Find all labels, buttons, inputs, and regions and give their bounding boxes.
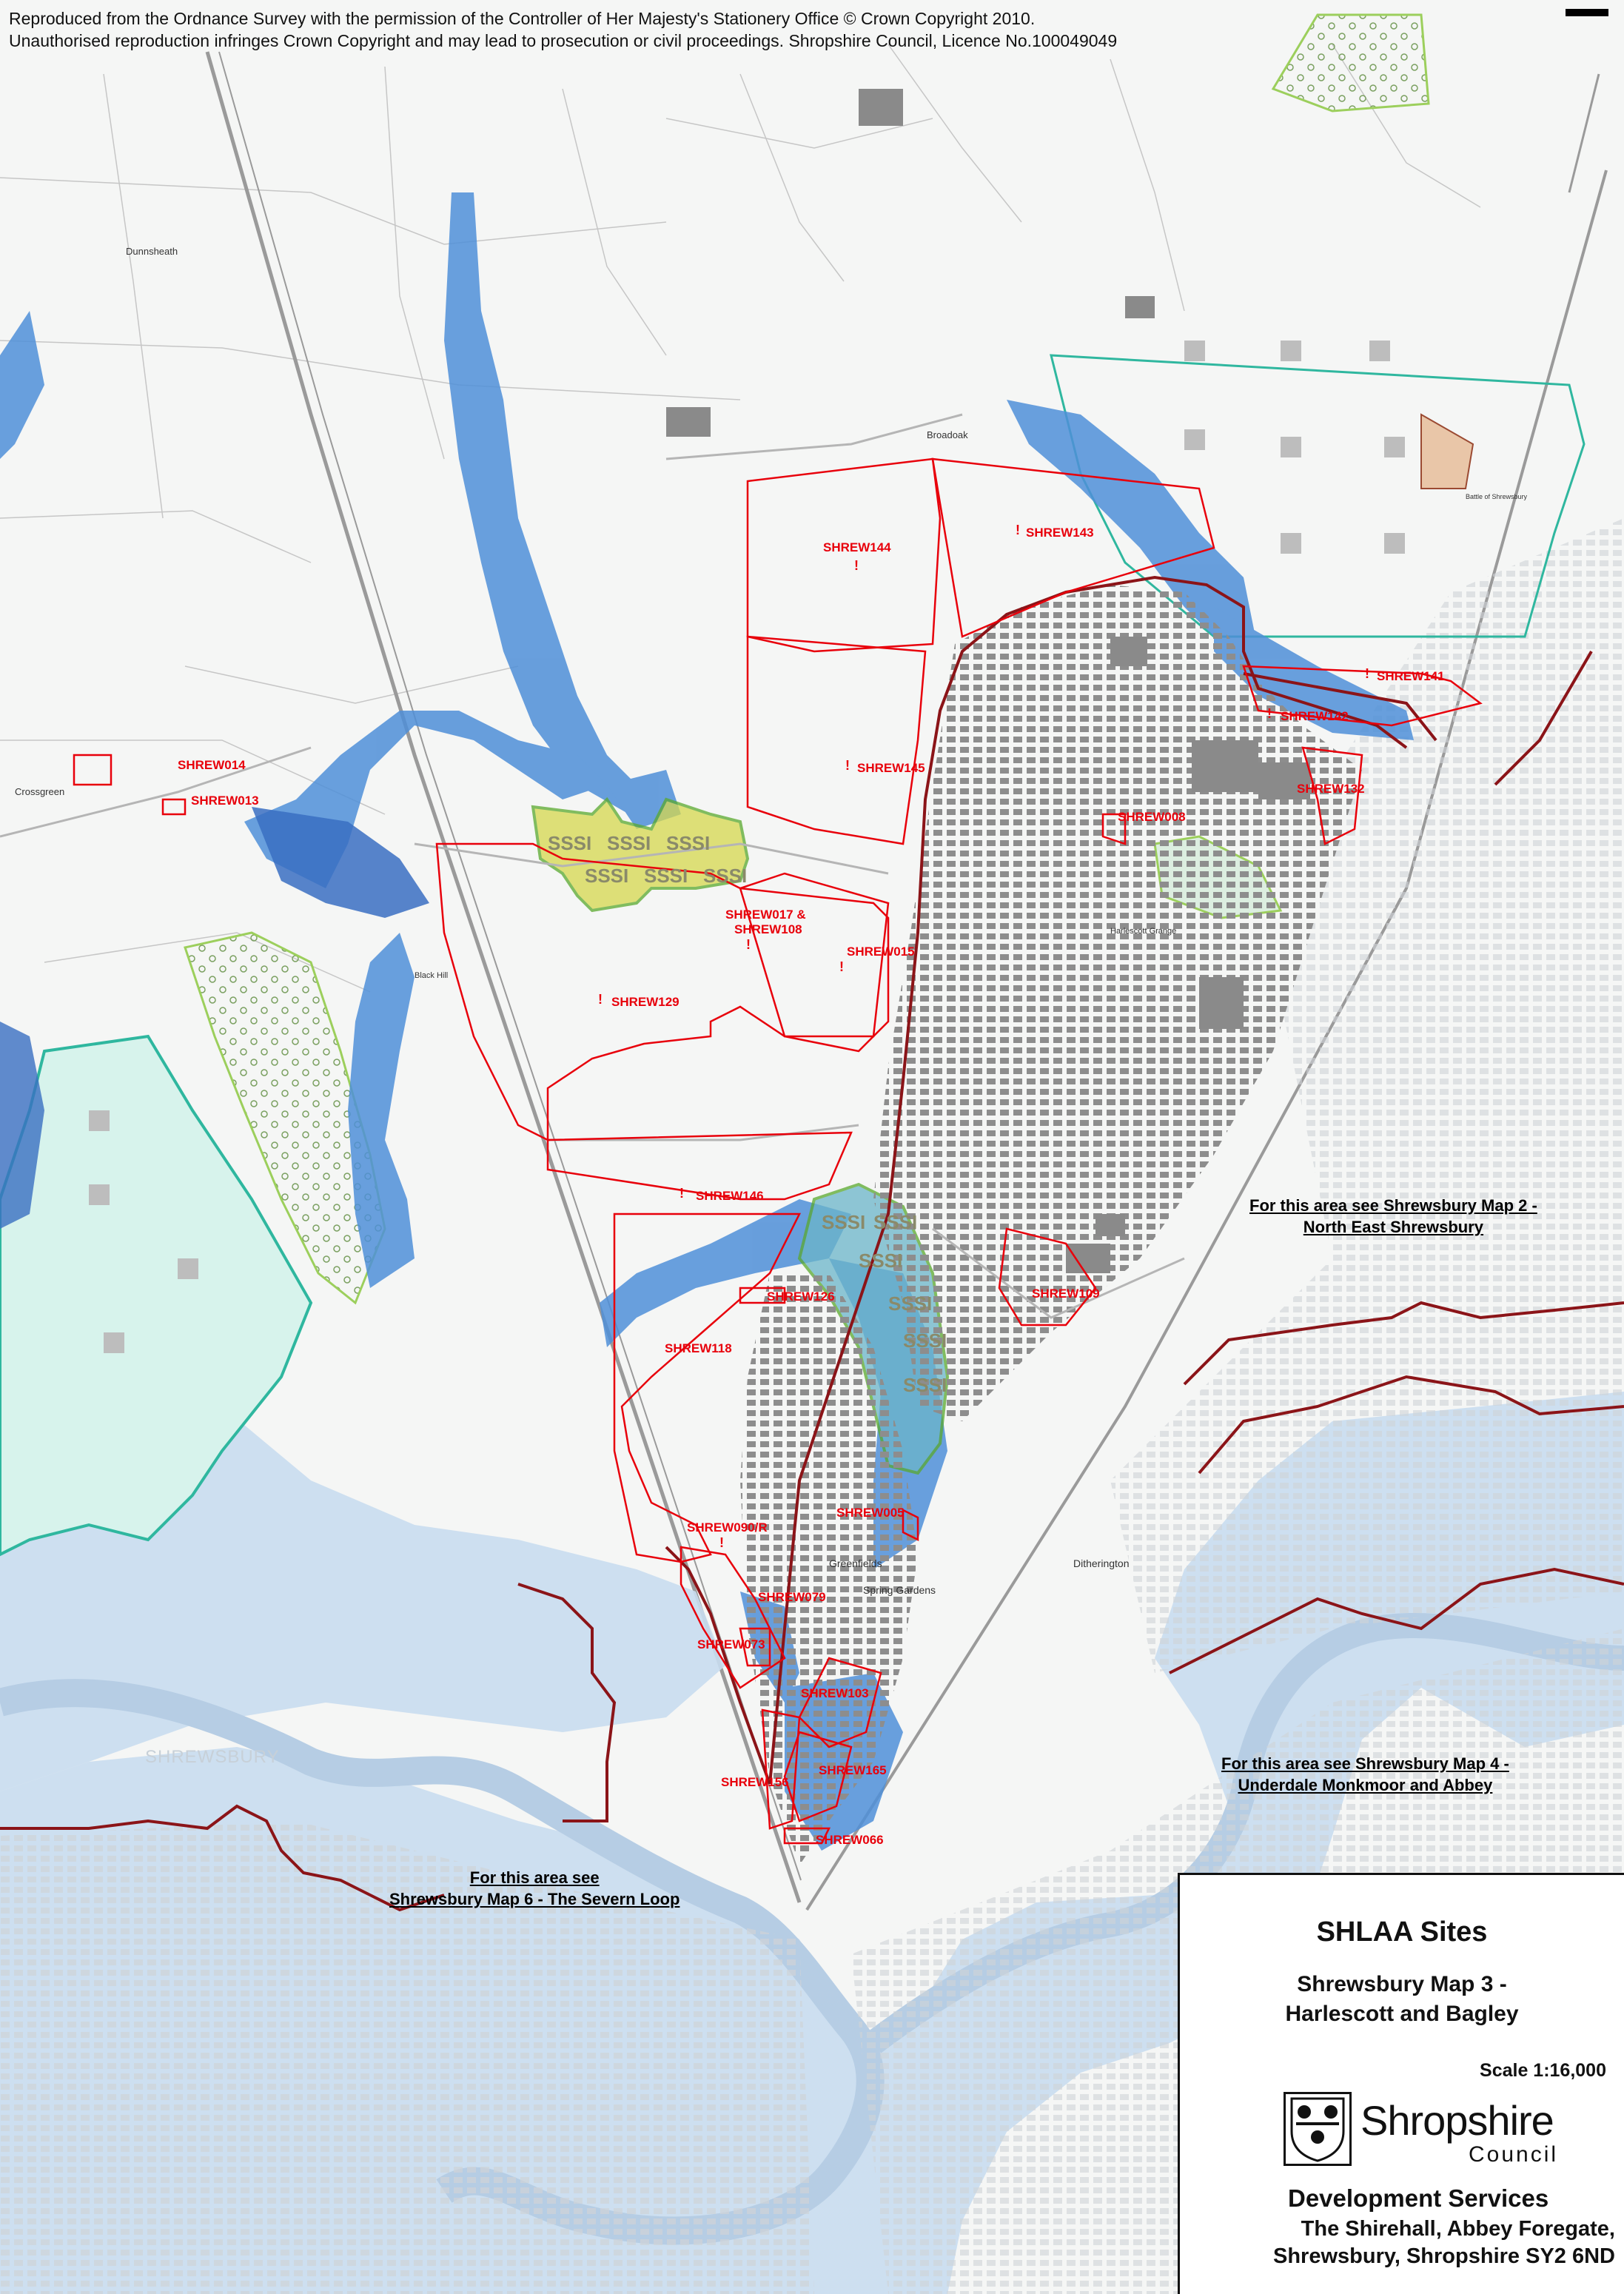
site-label-shrew156[interactable]: SHREW156: [721, 1775, 789, 1789]
site-label-shrew079[interactable]: SHREW079: [758, 1590, 826, 1604]
site-label-shrew005[interactable]: SHREW005: [836, 1506, 905, 1520]
council-logo: Shropshire Council: [1284, 2092, 1594, 2167]
north-bar-icon: [1566, 9, 1608, 16]
place-crossgreen: Crossgreen: [15, 786, 65, 797]
parkland-area: [0, 1034, 313, 1557]
site-label-shrew017[interactable]: SHREW017 &: [725, 908, 806, 922]
site-label-shrew014[interactable]: SHREW014: [178, 758, 246, 772]
ref-map-6-line1: For this area see: [469, 1868, 600, 1887]
site-marker: !: [839, 959, 844, 974]
logo-name: Shropshire: [1360, 2097, 1554, 2144]
address-line2: Shrewsbury, Shropshire SY2 6ND: [1273, 2244, 1615, 2268]
address: The Shirehall, Abbey Foregate, Shrewsbur…: [1273, 2216, 1615, 2270]
place-ditherington: Ditherington: [1073, 1557, 1130, 1569]
svg-text:SSSI: SSSI: [903, 1374, 947, 1396]
copyright-line-1: Reproduced from the Ordnance Survey with…: [9, 9, 1036, 28]
department-name: Development Services: [1288, 2184, 1549, 2212]
copyright-line-2: Unauthorised reproduction infringes Crow…: [9, 31, 1118, 50]
site-label-shrew073[interactable]: SHREW073: [697, 1637, 765, 1651]
svg-text:SSSI: SSSI: [822, 1211, 865, 1233]
site-marker: !: [598, 992, 603, 1007]
site-marker: !: [1365, 666, 1369, 681]
site-marker: !: [680, 1186, 684, 1201]
site-label-shrew013[interactable]: SHREW013: [191, 794, 259, 808]
site-label-shrew144[interactable]: SHREW144: [823, 540, 891, 554]
title-panel: SHLAA Sites Shrewsbury Map 3 - Harlescot…: [1178, 1873, 1624, 2294]
svg-text:SSSI: SSSI: [859, 1250, 902, 1272]
place-battle: Battle of Shrewsbury: [1466, 493, 1528, 500]
ref-map-6-line2: Shrewsbury Map 6 - The Severn Loop: [389, 1890, 680, 1908]
site-marker: !: [1016, 523, 1020, 537]
svg-text:SSSI: SSSI: [888, 1292, 932, 1315]
woodland-area-north: [1271, 13, 1430, 113]
shlaa-site-boundaries[interactable]: [73, 457, 1483, 1845]
place-broadoak: Broadoak: [927, 429, 968, 440]
field-symbols: [89, 341, 1405, 1353]
svg-text:SSSI: SSSI: [903, 1329, 947, 1352]
crest-icon: [1284, 2092, 1352, 2166]
site-label-shrew146[interactable]: SHREW146: [696, 1189, 764, 1203]
ref-map-2[interactable]: For this area see Shrewsbury Map 2 - Nor…: [1249, 1195, 1537, 1238]
site-label-shrew109[interactable]: SHREW109: [1032, 1287, 1100, 1301]
place-greenfields: Greenfields: [829, 1557, 882, 1569]
site-label-shrew066[interactable]: SHREW066: [816, 1833, 884, 1847]
ref-map-4-line1: For this area see Shrewsbury Map 4 -: [1221, 1754, 1509, 1773]
svg-text:SSSI: SSSI: [703, 865, 747, 887]
address-line1: The Shirehall, Abbey Foregate,: [1301, 2217, 1615, 2241]
svg-text:SSSI: SSSI: [607, 832, 651, 854]
sssi-area-north: [531, 796, 750, 913]
development-boundary: [0, 575, 1624, 1912]
site-label-shrew008[interactable]: SHREW008: [1118, 810, 1186, 824]
urban-area-bagley: [740, 1273, 918, 1865]
svg-text:SSSI: SSSI: [873, 1211, 917, 1233]
svg-text:SSSI: SSSI: [644, 865, 688, 887]
ref-map-4-line2: Underdale Monkmoor and Abbey: [1238, 1776, 1493, 1794]
site-label-shrew108[interactable]: SHREW108: [734, 922, 802, 936]
svg-text:SSSI: SSSI: [585, 865, 628, 887]
industrial-blocks: [666, 89, 1310, 1273]
site-label-shrew103[interactable]: SHREW103: [801, 1686, 869, 1700]
ref-map-6[interactable]: For this area see Shrewsbury Map 6 - The…: [389, 1867, 680, 1910]
map-subtitle-line1: Shrewsbury Map 3 -: [1297, 1972, 1507, 1996]
site-marker: !: [719, 1535, 724, 1550]
map-scale: Scale 1:16,000: [1480, 2060, 1606, 2081]
site-label-shrew145[interactable]: SHREW145: [857, 761, 925, 775]
map-title: SHLAA Sites: [1316, 1916, 1488, 1948]
ref-map-2-line2: North East Shrewsbury: [1303, 1218, 1484, 1236]
site-label-shrew129[interactable]: SHREW129: [611, 995, 680, 1009]
map-subtitle: Shrewsbury Map 3 - Harlescott and Bagley: [1180, 1970, 1624, 2029]
site-marker: !: [845, 758, 850, 773]
place-dunnsheath: Dunnsheath: [126, 246, 178, 257]
logo-council: Council: [1469, 2142, 1559, 2167]
place-harlescott-grange: Harlescott Grange: [1110, 927, 1177, 936]
site-label-shrew143[interactable]: SHREW143: [1026, 526, 1094, 540]
urban-area-harlescott: [873, 585, 1362, 1421]
site-label-shrew118[interactable]: SHREW118: [665, 1341, 732, 1355]
copyright-notice: Reproduced from the Ordnance Survey with…: [9, 7, 1117, 52]
site-label-shrew015[interactable]: SHREW015: [847, 945, 915, 959]
place-spring-gardens: Spring Gardens: [863, 1584, 936, 1596]
svg-text:SSSI: SSSI: [666, 832, 710, 854]
sssi-labels: SSSI SSSI SSSI SSSI SSSI SSSI SSSI SSSI …: [548, 832, 947, 1396]
minor-roads: [0, 413, 1185, 1319]
site-label-shrew141[interactable]: SHREW141: [1377, 669, 1445, 683]
place-shrewsbury: SHREWSBURY: [145, 1747, 280, 1767]
site-marker: !: [1267, 706, 1272, 721]
site-marker: !: [746, 937, 751, 952]
map-subtitle-line2: Harlescott and Bagley: [1285, 2002, 1519, 2026]
svg-text:SSSI: SSSI: [548, 832, 591, 854]
site-label-shrew132[interactable]: SHREW132: [1297, 782, 1365, 796]
ref-map-4[interactable]: For this area see Shrewsbury Map 4 - Und…: [1221, 1753, 1509, 1796]
place-black-hill: Black Hill: [415, 971, 449, 980]
site-label-shrew165[interactable]: SHREW165: [819, 1763, 887, 1777]
crest-shield-icon: [1290, 2097, 1345, 2162]
site-label-shrew126[interactable]: SHREW126: [767, 1289, 835, 1304]
site-marker: !: [854, 558, 859, 573]
site-label-shrew142[interactable]: SHREW142: [1281, 709, 1349, 723]
ref-map-2-line1: For this area see Shrewsbury Map 2 -: [1249, 1196, 1537, 1215]
site-label-shrew090r[interactable]: SHREW090/R: [687, 1520, 768, 1535]
